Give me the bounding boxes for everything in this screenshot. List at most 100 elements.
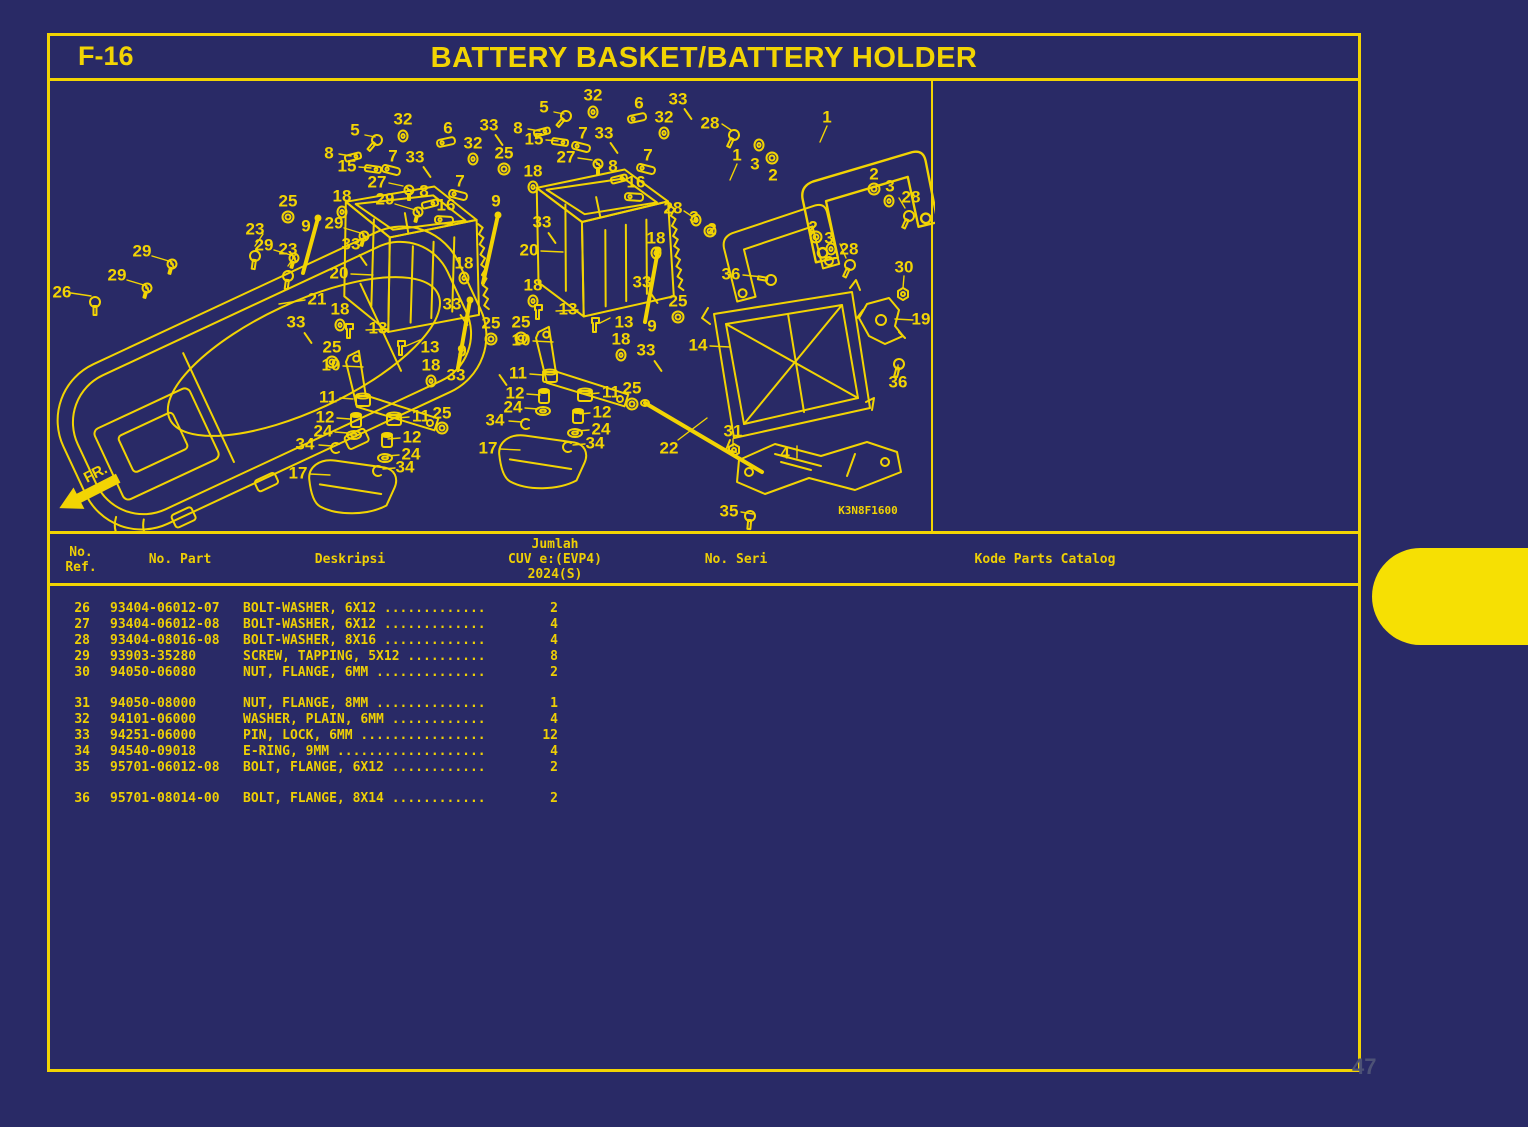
part-ref-label: 6: [443, 118, 452, 137]
leader-line: [894, 318, 914, 321]
part-ref-label: 1: [822, 107, 831, 126]
hardware-washer-glyph: [334, 318, 346, 332]
part-ref-label: 34: [486, 410, 505, 429]
part-ref-label: 34: [586, 433, 605, 452]
part-ref-label: 12: [506, 383, 525, 402]
hardware-washer-glyph: [527, 180, 539, 194]
leader-line: [599, 317, 611, 324]
part-ref-label: 3: [885, 176, 894, 195]
hardware-lever-glyph: [626, 111, 648, 125]
leader-line: [729, 163, 738, 181]
part-ref-label: 25: [433, 403, 452, 422]
hardware-lever-glyph: [435, 135, 457, 149]
part-ref-label: 18: [455, 253, 474, 272]
leader-line: [532, 340, 554, 343]
part-ref-label: 19: [912, 309, 931, 328]
part-ref-label: 22: [660, 438, 679, 457]
leader-line: [499, 448, 521, 451]
part-ref-label: 8: [324, 143, 333, 162]
description-cell: BOLT-WASHER, 8X16 .............: [243, 633, 486, 648]
description-cell: E-RING, 9MM ...................: [243, 744, 486, 759]
part-ref-label: 7: [388, 146, 397, 165]
leader-line: [342, 365, 364, 368]
ref-cell: 35: [74, 760, 90, 775]
part-ref-label: 11: [509, 363, 527, 382]
qty-cell: 2: [550, 665, 558, 680]
part-ref-label: 5: [350, 120, 359, 139]
table-row: 28 93404-08016-08 BOLT-WASHER, 8X16 ......…: [50, 633, 1358, 649]
part-ref-label: 25: [495, 143, 514, 162]
part-ref-label: 33: [633, 272, 652, 291]
part-ref-label: 3: [750, 154, 759, 173]
part-ref-label: 21: [308, 289, 327, 308]
part-ref-label: 28: [902, 187, 921, 206]
part-ref-label: 24: [402, 444, 421, 463]
part-ref-label: 9: [457, 341, 466, 360]
part-ref-label: 33: [406, 147, 425, 166]
leader-line: [278, 299, 306, 305]
part-ref-label: 25: [279, 191, 298, 210]
side-tab[interactable]: [1372, 548, 1528, 645]
part-ref-label: 29: [376, 189, 395, 208]
part-ref-label: 25: [482, 313, 501, 332]
battery-basket-1: [329, 175, 504, 345]
description-cell: NUT, FLANGE, 8MM ..............: [243, 696, 486, 711]
part-ref-label: 17: [479, 438, 498, 457]
ref-cell: 34: [74, 744, 90, 759]
hardware-stick-glyph: [303, 332, 313, 344]
part-ref-label: 32: [584, 85, 603, 104]
leader-line: [339, 397, 354, 400]
leader-line: [309, 473, 331, 476]
qty-cell: 4: [550, 633, 558, 648]
leader-line: [588, 392, 600, 395]
hardware-washer-glyph: [587, 105, 599, 119]
part-number-cell: 94050-08000: [110, 696, 197, 711]
part-ref-label: 33: [287, 312, 306, 331]
part-ref-label: 8: [513, 118, 522, 137]
part-ref-label: 12: [403, 427, 422, 446]
table-header: No. Ref. No. Part Deskripsi Jumlah CUV e…: [50, 531, 1358, 586]
hardware-lockpin-glyph: [397, 340, 406, 356]
part-number-cell: 93404-08016-08: [110, 633, 220, 648]
page-title: BATTERY BASKET/BATTERY HOLDER: [430, 42, 978, 74]
hardware-ring-glyph: [281, 210, 295, 224]
hardware-stick-glyph: [609, 142, 619, 154]
part-ref-label: 18: [331, 299, 350, 318]
part-ref-label: 25: [623, 378, 642, 397]
part-ref-label: 18: [647, 228, 666, 247]
part-ref-label: 33: [480, 115, 499, 134]
part-number-cell: 93404-06012-07: [110, 601, 220, 616]
part-ref-label: 13: [421, 337, 440, 356]
leader-line: [721, 123, 732, 131]
leader-line: [334, 431, 349, 434]
hardware-cyl-glyph: [355, 392, 371, 407]
part-ref-label: 28: [840, 239, 859, 258]
col-header-part: No. Part: [148, 552, 212, 567]
hardware-washer-glyph: [615, 348, 627, 362]
hardware-stick-glyph: [358, 254, 368, 266]
hardware-ring-glyph: [625, 397, 639, 411]
hardware-lockpin-glyph: [534, 304, 543, 320]
bracket-4: [736, 441, 902, 495]
part-ref-label: 5: [539, 97, 548, 116]
part-ref-label: 11: [602, 382, 620, 401]
battery-cover-2: [496, 427, 591, 494]
part-ref-label: 29: [255, 235, 274, 254]
part-ref-label: 32: [394, 109, 413, 128]
leader-line: [254, 233, 264, 247]
hardware-stick-glyph: [422, 166, 432, 178]
part-ref-label: 18: [524, 275, 543, 294]
leader-line: [365, 328, 389, 331]
part-number-cell: 95701-06012-08: [110, 760, 220, 775]
qty-cell: 4: [550, 617, 558, 632]
ref-cell: 28: [74, 633, 90, 648]
part-ref-label: 4: [780, 443, 790, 462]
description-cell: BOLT-WASHER, 6X12 .............: [243, 601, 486, 616]
part-ref-label: 31: [724, 421, 743, 440]
